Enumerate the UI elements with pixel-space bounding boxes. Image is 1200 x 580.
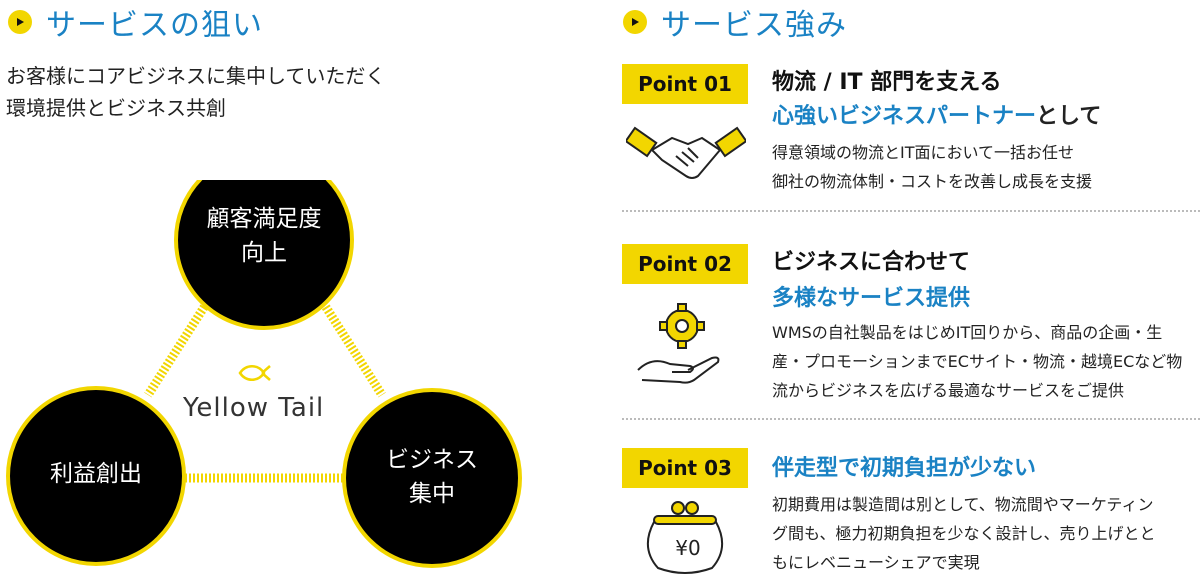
circle-label-right-line-2: 集中 bbox=[409, 481, 455, 507]
intro-line-2: 環境提供とビジネス共創 bbox=[6, 96, 226, 120]
point-03-desc-line-3: もにレベニューシェアで実現 bbox=[772, 553, 980, 572]
circle-business-focus bbox=[342, 388, 522, 568]
fish-logo-icon bbox=[238, 365, 271, 381]
circle-label-top-line-2: 向上 bbox=[241, 240, 287, 266]
point-01-title-line-1: 物流 / IT 部門を支える bbox=[772, 70, 1002, 95]
point-03-desc-line-2: グ間も、極力初期負担を少なく設計し、売り上げとと bbox=[772, 524, 1156, 543]
point-02-desc-line-1: WMSの自社製品をはじめIT回りから、商品の企画・生 bbox=[772, 323, 1163, 342]
point-01: Point 01 物流 / IT 部門を支える 心強いビジネスパートナーとして … bbox=[622, 64, 1200, 204]
point-01-title-line-2: 心強いビジネスパートナーとして bbox=[772, 98, 1101, 130]
circle-profit bbox=[6, 386, 186, 566]
divider-1 bbox=[622, 210, 1200, 212]
circle-label-top: 顧客満足度 向上 bbox=[184, 202, 344, 270]
point-03-desc-line-1: 初期費用は製造間は別として、物流間やマーケティン bbox=[772, 495, 1154, 514]
point-03-title-highlight: 伴走型で初期負担が少ない bbox=[772, 456, 1037, 481]
point-01-badge: Point 01 bbox=[622, 64, 748, 104]
play-icon bbox=[623, 10, 647, 34]
point-01-title-rest: として bbox=[1036, 104, 1102, 129]
point-03: Point 03 伴走型で初期負担が少ない ¥0 初期費用は製造間は別として、物… bbox=[622, 448, 1200, 578]
section-heading-strengths: サービス強み bbox=[623, 2, 847, 43]
point-02-desc-line-2: 産・プロモーションまでECサイト・物流・越境ECなど物 bbox=[772, 352, 1183, 371]
point-02-title-highlight: 多様なサービス提供 bbox=[772, 286, 971, 311]
section-heading-aims: サービスの狙い bbox=[8, 2, 263, 43]
point-03-title: 伴走型で初期負担が少ない bbox=[772, 450, 1036, 482]
section-title-strengths: サービス強み bbox=[661, 8, 847, 43]
section-title-aims: サービスの狙い bbox=[46, 8, 263, 43]
point-02-badge: Point 02 bbox=[622, 244, 748, 284]
circle-label-right-line-1: ビジネス bbox=[386, 447, 478, 473]
point-02-title-line-2: 多様なサービス提供 bbox=[772, 280, 970, 312]
point-01-desc-line-2: 御社の物流体制・コストを改善し成長を支援 bbox=[772, 172, 1093, 191]
triangle-diagram-graphic bbox=[6, 180, 522, 568]
divider-2 bbox=[622, 418, 1200, 420]
play-icon bbox=[8, 10, 32, 34]
intro-text: お客様にコアビジネスに集中していただく 環境提供とビジネス共創 bbox=[6, 60, 385, 124]
triangle-diagram: 顧客満足度 向上 利益創出 ビジネス 集中 bbox=[0, 180, 600, 580]
circle-label-left: 利益創出 bbox=[16, 457, 176, 491]
point-01-desc-line-1: 得意領域の物流とIT面において一括お任せ bbox=[772, 143, 1075, 162]
handshake-icon bbox=[626, 126, 746, 179]
point-01-description: 得意領域の物流とIT面において一括お任せ 御社の物流体制・コストを改善し成長を支… bbox=[772, 138, 1200, 196]
intro-line-1: お客様にコアビジネスに集中していただく bbox=[6, 64, 386, 88]
circle-label-top-line-1: 顧客満足度 bbox=[206, 206, 322, 232]
gear-hand-icon bbox=[637, 303, 720, 384]
point-02: Point 02 ビジネスに合わせて 多様なサービス提供 WMSの自社製品をはじ… bbox=[622, 244, 1200, 404]
point-02-desc-line-3: 流からビジネスを広げる最適なサービスをご提供 bbox=[772, 381, 1125, 400]
connector-top-right bbox=[311, 287, 386, 398]
circle-label-right: ビジネス 集中 bbox=[352, 443, 512, 511]
connector-top-left bbox=[144, 287, 219, 398]
circle-customer-satisfaction bbox=[174, 180, 354, 330]
point-03-badge: Point 03 bbox=[622, 448, 748, 488]
purse-icon bbox=[647, 501, 723, 574]
purse-price-label: ¥0 bbox=[675, 536, 701, 560]
point-03-description: 初期費用は製造間は別として、物流間やマーケティン グ間も、極力初期負担を少なく設… bbox=[772, 490, 1200, 577]
circle-label-left-line-1: 利益創出 bbox=[50, 461, 142, 487]
point-02-description: WMSの自社製品をはじめIT回りから、商品の企画・生 産・プロモーションまでEC… bbox=[772, 318, 1200, 405]
brand-logo-text: Yellow Tail bbox=[183, 393, 325, 423]
point-01-title-highlight: 心強いビジネスパートナー bbox=[772, 104, 1037, 129]
point-02-title-line-1: ビジネスに合わせて bbox=[772, 250, 971, 275]
